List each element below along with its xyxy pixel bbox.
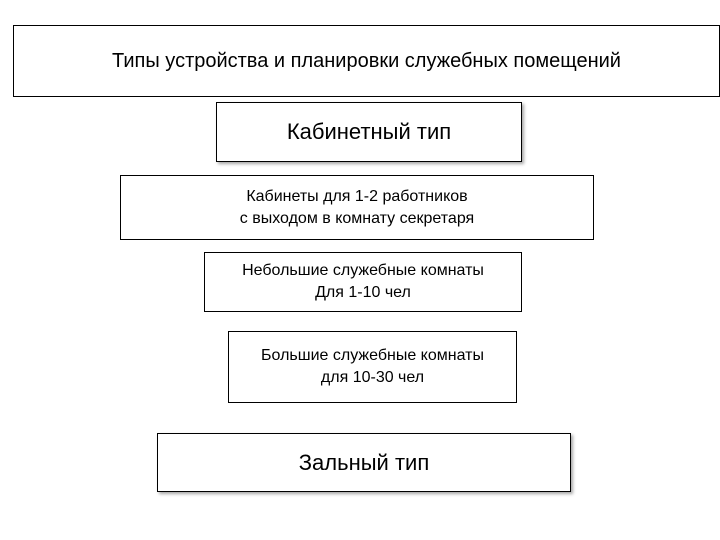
medium-rooms-line-2: Для 1-10 чел bbox=[315, 284, 411, 301]
medium-rooms-box: Небольшие служебные комнаты Для 1-10 чел bbox=[204, 252, 522, 312]
large-rooms-text: Большие служебные комнаты для 10-30 чел bbox=[261, 345, 484, 389]
small-offices-line-2: с выходом в комнату секретаря bbox=[239, 209, 475, 227]
diagram-title-box: Типы устройства и планировки служебных п… bbox=[13, 25, 720, 97]
medium-rooms-text: Небольшие служебные комнаты Для 1-10 чел bbox=[242, 260, 484, 304]
large-rooms-box: Большие служебные комнаты для 10-30 чел bbox=[228, 331, 517, 403]
cabinet-type-box: Кабинетный тип bbox=[216, 102, 522, 162]
small-offices-line-1: Кабинеты для 1-2 работников bbox=[246, 187, 468, 205]
hall-type-box: Зальный тип bbox=[157, 433, 571, 492]
large-rooms-line-1: Большие служебные комнаты bbox=[261, 347, 484, 364]
hall-type-label: Зальный тип bbox=[298, 449, 430, 475]
medium-rooms-line-1: Небольшие служебные комнаты bbox=[242, 262, 484, 279]
small-offices-box: Кабинеты для 1-2 работников с выходом в … bbox=[120, 175, 594, 240]
large-rooms-line-2: для 10-30 чел bbox=[320, 369, 425, 386]
diagram-title: Типы устройства и планировки служебных п… bbox=[112, 49, 621, 72]
cabinet-type-label: Кабинетный тип bbox=[286, 119, 452, 144]
small-offices-text: Кабинеты для 1-2 работников с выходом в … bbox=[240, 186, 474, 230]
